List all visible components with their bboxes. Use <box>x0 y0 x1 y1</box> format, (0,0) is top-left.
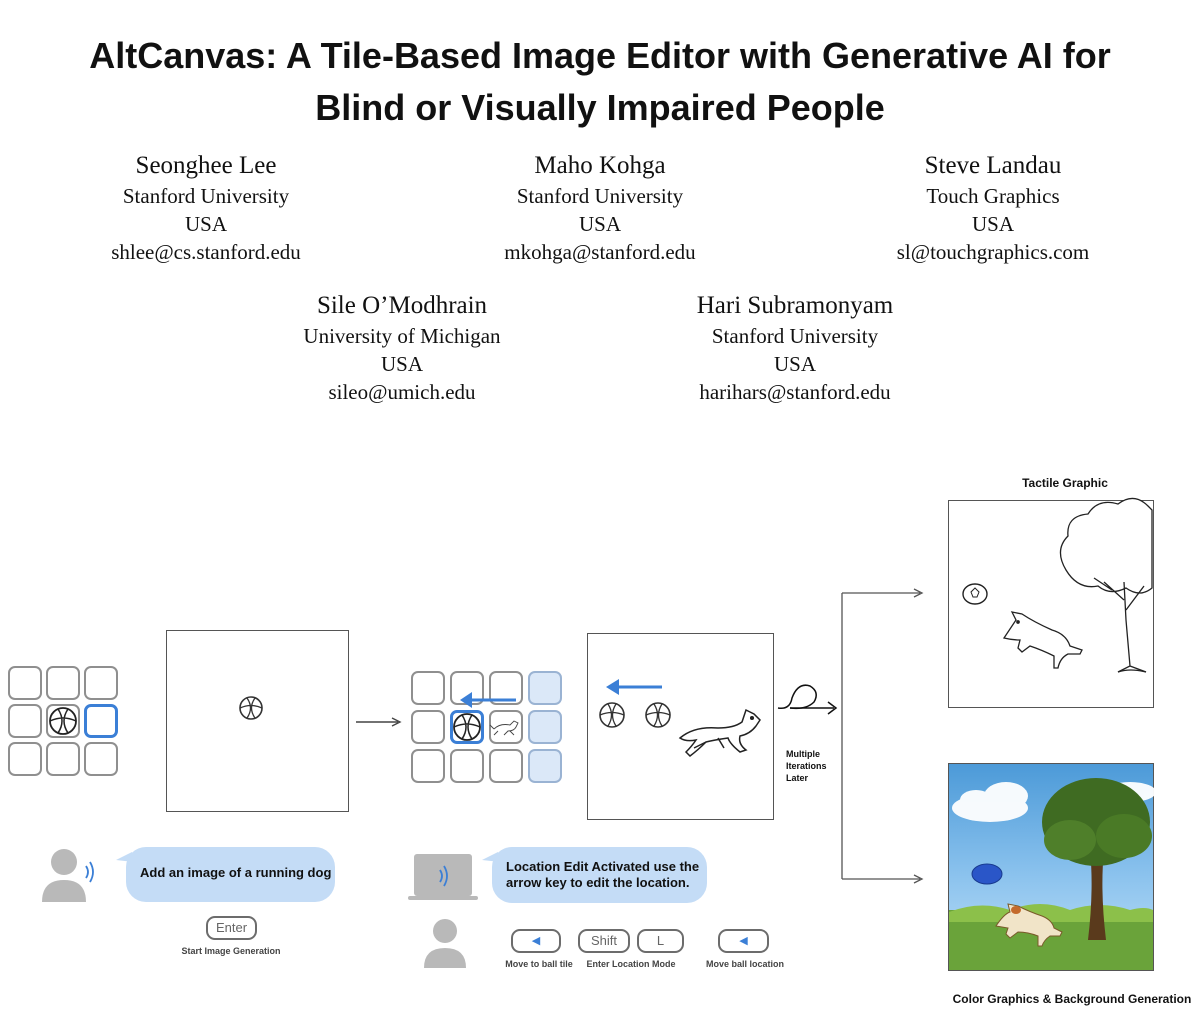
author-email[interactable]: sileo@umich.edu <box>328 380 476 404</box>
iteration-loop-icon <box>777 684 838 715</box>
user-icon <box>424 919 466 968</box>
iterations-line: Multiple <box>786 749 820 759</box>
caption-enter-location: Enter Location Mode <box>586 959 676 969</box>
author-block: Seonghee Lee Stanford University USA shl… <box>26 150 386 266</box>
tactile-graphic-label: Tactile Graphic <box>1022 476 1108 490</box>
author-block: Steve Landau Touch Graphics USA sl@touch… <box>813 150 1173 266</box>
title-line-2: Blind or Visually Impaired People <box>315 87 885 128</box>
jumping-dog-icon <box>1002 611 1083 669</box>
voice-command-bubble: Add an image of a running dog <box>126 847 335 902</box>
caption-move-location: Move ball location <box>705 959 784 969</box>
teaser-figure: Add an image of a running dog Location E… <box>0 470 1200 1024</box>
ball-icon <box>645 702 671 728</box>
grid-tile[interactable] <box>84 666 118 700</box>
l-key[interactable]: L <box>637 929 684 953</box>
grid-tile-selected[interactable] <box>84 704 118 738</box>
shift-key[interactable]: Shift <box>578 929 630 953</box>
author-affiliation: Stanford University <box>516 184 684 208</box>
color-graphic-label: Color Graphics & Background Generation <box>952 992 1192 1006</box>
flow-arrow-icon <box>356 717 402 727</box>
grid-tile[interactable] <box>8 704 42 738</box>
bubble-line: Location Edit Activated use the <box>506 859 700 874</box>
author-affiliation: University of Michigan <box>303 324 501 348</box>
grid-tile[interactable] <box>450 749 484 783</box>
author-name: Hari Subramonyam <box>696 292 894 319</box>
paper-title: AltCanvas: A Tile-Based Image Editor wit… <box>0 30 1200 134</box>
grid-tile-highlighted[interactable] <box>528 671 562 705</box>
enter-key[interactable]: Enter <box>206 916 257 940</box>
move-left-arrow-icon <box>460 692 516 708</box>
canvas-preview-1 <box>166 630 349 812</box>
author-name: Steve Landau <box>924 152 1062 179</box>
author-email[interactable]: shlee@cs.stanford.edu <box>111 240 301 264</box>
author-affiliation: Touch Graphics <box>926 184 1060 208</box>
move-left-arrow-icon <box>606 679 662 695</box>
tree-sketch-icon <box>1059 497 1153 673</box>
blue-frisbee-icon <box>971 863 1003 885</box>
author-name: Maho Kohga <box>534 152 666 179</box>
grid-tile[interactable] <box>489 749 523 783</box>
grid-tile-highlighted[interactable] <box>528 749 562 783</box>
caption-start-generation: Start Image Generation <box>181 946 281 956</box>
author-name: Sile O’Modhrain <box>316 292 488 319</box>
running-dog-icon <box>678 708 761 757</box>
grid-tile[interactable] <box>84 742 118 776</box>
grid-tile[interactable] <box>411 749 445 783</box>
author-country: USA <box>578 212 621 236</box>
system-response-bubble: Location Edit Activated use the arrow ke… <box>492 847 707 903</box>
ball-icon <box>239 696 263 720</box>
author-country: USA <box>184 212 227 236</box>
author-email[interactable]: harihars@stanford.edu <box>699 380 891 404</box>
grass-icon <box>949 904 1153 970</box>
author-country: USA <box>380 352 423 376</box>
ball-icon <box>49 707 77 735</box>
left-arrow-key[interactable]: ◀ <box>511 929 561 953</box>
grid-tile[interactable] <box>46 666 80 700</box>
author-email[interactable]: mkohga@stanford.edu <box>504 240 696 264</box>
author-block: Sile O’Modhrain University of Michigan U… <box>222 290 582 406</box>
figure-drawings <box>42 497 1156 970</box>
author-block: Maho Kohga Stanford University USA mkohg… <box>420 150 780 266</box>
laptop-speaker-icon <box>408 854 478 900</box>
author-name: Seonghee Lee <box>135 152 277 179</box>
color-dog-icon <box>995 903 1063 947</box>
tree-color-icon <box>1042 778 1152 940</box>
author-country: USA <box>971 212 1014 236</box>
caption-move-tile: Move to ball tile <box>505 959 573 969</box>
left-arrow-key[interactable]: ◀ <box>718 929 769 953</box>
author-country: USA <box>773 352 816 376</box>
grid-tile-highlighted[interactable] <box>528 710 562 744</box>
grid-tile[interactable] <box>8 742 42 776</box>
ball-icon <box>599 702 625 728</box>
iterations-line: Later <box>786 773 809 783</box>
frisbee-icon <box>962 583 988 605</box>
author-affiliation: Stanford University <box>711 324 879 348</box>
iterations-label: Multiple Iterations Later <box>786 748 834 784</box>
ball-icon <box>453 713 481 741</box>
branch-arrows-icon <box>841 588 924 884</box>
grid-tile[interactable] <box>411 710 445 744</box>
bubble-line: arrow key to edit the location. <box>506 875 690 890</box>
author-block: Hari Subramonyam Stanford University USA… <box>615 290 975 406</box>
grid-tile[interactable] <box>46 742 80 776</box>
author-email[interactable]: sl@touchgraphics.com <box>896 240 1090 264</box>
grid-tile[interactable] <box>8 666 42 700</box>
grid-tile[interactable] <box>411 671 445 705</box>
author-affiliation: Stanford University <box>122 184 290 208</box>
dog-icon <box>489 720 519 736</box>
grid-tile-dog[interactable] <box>489 710 523 744</box>
iterations-line: Iterations <box>786 761 827 771</box>
user-speaking-icon <box>42 849 94 902</box>
title-line-1: AltCanvas: A Tile-Based Image Editor wit… <box>89 35 1111 76</box>
